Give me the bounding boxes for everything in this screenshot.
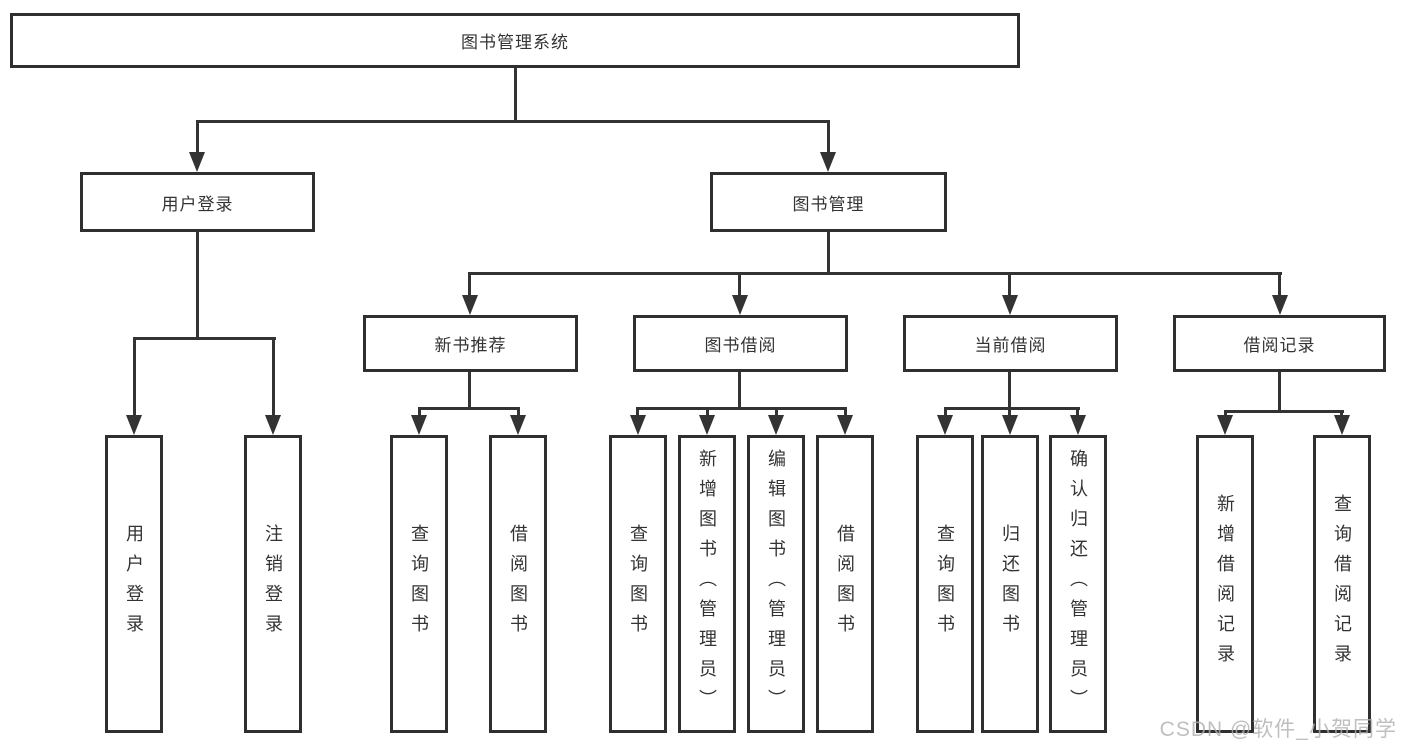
connector-line bbox=[706, 407, 709, 417]
leaf-label: 借阅图书 bbox=[508, 524, 528, 644]
connector-line bbox=[1008, 407, 1011, 417]
connector-line bbox=[827, 232, 830, 272]
csdn-watermark: CSDN @软件_小贺同学 bbox=[1159, 718, 1397, 741]
leaf-label: 查询借阅记录 bbox=[1332, 494, 1352, 674]
connector-line bbox=[196, 120, 830, 123]
leaf-logout: 注销登录 bbox=[244, 435, 302, 733]
node-label: 借阅记录 bbox=[1243, 336, 1316, 355]
node-label: 图书借阅 bbox=[704, 336, 777, 355]
node-label: 用户登录 bbox=[161, 194, 234, 214]
leaf-query-books: 查询图书 bbox=[390, 435, 448, 733]
node-library-system: 图书管理系统 bbox=[10, 13, 1020, 68]
node-book-management: 图书管理 bbox=[710, 172, 947, 232]
connector-line bbox=[738, 372, 741, 407]
arrowhead-down bbox=[510, 415, 526, 435]
connector-line bbox=[1278, 272, 1281, 297]
arrowhead-down bbox=[837, 415, 853, 435]
leaf-label: 用户登录 bbox=[124, 524, 144, 644]
arrowhead-down bbox=[937, 415, 953, 435]
arrowhead-down bbox=[462, 295, 478, 315]
connector-line bbox=[1076, 407, 1079, 417]
arrowhead-down bbox=[732, 295, 748, 315]
connector-line bbox=[636, 407, 639, 417]
arrowhead-down bbox=[1217, 415, 1233, 435]
connector-line bbox=[738, 272, 741, 297]
connector-line bbox=[944, 407, 1080, 410]
leaf-label: 查询图书 bbox=[628, 524, 648, 644]
connector-line bbox=[418, 407, 520, 410]
connector-line bbox=[636, 407, 847, 410]
arrowhead-down bbox=[265, 415, 281, 435]
arrowhead-down bbox=[189, 152, 205, 172]
connector-line bbox=[775, 407, 778, 417]
node-user-login: 用户登录 bbox=[80, 172, 315, 232]
node-label: 图书管理 bbox=[792, 194, 865, 214]
leaf-return-books: 归还图书 bbox=[981, 435, 1039, 733]
arrowhead-down bbox=[1070, 415, 1086, 435]
connector-line bbox=[844, 407, 847, 417]
connector-line bbox=[944, 407, 947, 417]
arrowhead-down bbox=[699, 415, 715, 435]
leaf-query-borrow-record: 查询借阅记录 bbox=[1313, 435, 1371, 733]
node-label: 新书推荐 bbox=[434, 336, 507, 355]
node-label: 图书管理系统 bbox=[461, 33, 569, 52]
node-new-book-recommend: 新书推荐 bbox=[363, 315, 578, 372]
arrowhead-down bbox=[1002, 415, 1018, 435]
connector-line bbox=[1224, 410, 1227, 417]
leaf-label: 新增图书（管理员） bbox=[697, 449, 717, 719]
leaf-add-books-admin: 新增图书（管理员） bbox=[678, 435, 736, 733]
connector-line bbox=[196, 120, 199, 154]
arrowhead-down bbox=[126, 415, 142, 435]
leaf-label: 新增借阅记录 bbox=[1215, 494, 1235, 674]
connector-line bbox=[418, 407, 421, 417]
leaf-label: 注销登录 bbox=[263, 524, 283, 644]
node-borrow-records: 借阅记录 bbox=[1173, 315, 1386, 372]
leaf-label: 查询图书 bbox=[409, 524, 429, 644]
connector-line bbox=[468, 272, 471, 297]
leaf-user-login: 用户登录 bbox=[105, 435, 163, 733]
leaf-label: 编辑图书（管理员） bbox=[766, 449, 786, 719]
leaf-label: 查询图书 bbox=[935, 524, 955, 644]
connector-line bbox=[469, 272, 1282, 275]
leaf-edit-books-admin: 编辑图书（管理员） bbox=[747, 435, 805, 733]
leaf-query-books: 查询图书 bbox=[916, 435, 974, 733]
leaf-add-borrow-record: 新增借阅记录 bbox=[1196, 435, 1254, 733]
arrowhead-down bbox=[411, 415, 427, 435]
node-current-borrowing: 当前借阅 bbox=[903, 315, 1118, 372]
arrowhead-down bbox=[1272, 295, 1288, 315]
leaf-borrow-books: 借阅图书 bbox=[489, 435, 547, 733]
arrowhead-down bbox=[1334, 415, 1350, 435]
arrowhead-down bbox=[1002, 295, 1018, 315]
leaf-label: 确认归还（管理员） bbox=[1068, 449, 1088, 719]
arrowhead-down bbox=[630, 415, 646, 435]
node-book-borrowing: 图书借阅 bbox=[633, 315, 848, 372]
connector-line bbox=[468, 372, 471, 407]
connector-line bbox=[1340, 410, 1343, 417]
connector-line bbox=[517, 407, 520, 417]
connector-line bbox=[1008, 372, 1011, 407]
connector-line bbox=[133, 337, 136, 417]
leaf-label: 借阅图书 bbox=[835, 524, 855, 644]
connector-line bbox=[1278, 372, 1281, 410]
connector-line bbox=[133, 337, 276, 340]
leaf-query-books: 查询图书 bbox=[609, 435, 667, 733]
connector-line bbox=[272, 337, 275, 417]
connector-line bbox=[1008, 272, 1011, 297]
connector-line bbox=[827, 120, 830, 154]
arrowhead-down bbox=[820, 152, 836, 172]
connector-line bbox=[196, 232, 199, 337]
connector-line bbox=[514, 68, 517, 120]
arrowhead-down bbox=[768, 415, 784, 435]
leaf-borrow-books: 借阅图书 bbox=[816, 435, 874, 733]
leaf-label: 归还图书 bbox=[1000, 524, 1020, 644]
leaf-confirm-return-admin: 确认归还（管理员） bbox=[1049, 435, 1107, 733]
node-label: 当前借阅 bbox=[974, 336, 1047, 355]
connector-line bbox=[1224, 410, 1344, 413]
